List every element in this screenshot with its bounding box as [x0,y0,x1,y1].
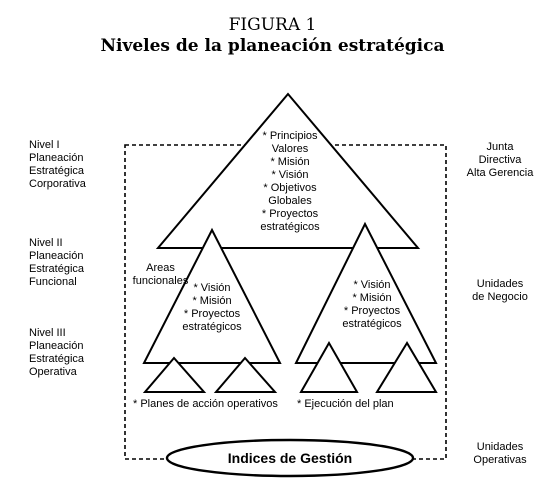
level-3-label: Nivel III Planeación Estratégica Operati… [29,327,85,378]
operative-triangle-3 [299,340,359,393]
business-unit-triangle-text: * Visión * Misión * Proyectos estratégic… [342,279,402,330]
gestion-ellipse [165,438,415,478]
business-units-label: Unidades de Negocio [472,278,528,303]
business-unit-triangle [294,221,438,364]
operative-triangle-2 [213,356,278,393]
operative-units-label: Unidades Operativas [473,441,527,466]
figure-title: Niveles de la planeación estratégica [100,36,445,56]
functional-triangle [142,227,282,364]
operative-triangle-4 [375,341,438,393]
plan-execution-label: * Ejecución del plan [297,398,394,410]
functional-areas-label: Areas funcionales [132,262,189,287]
corporate-triangle [155,92,421,249]
operative-plans-label: * Planes de acción operativos [133,398,278,410]
level-1-label: Nivel I Planeación Estratégica Corporati… [29,139,86,190]
gestion-label: Indices de Gestión [227,450,353,466]
level-2-label: Nivel II Planeación Estratégica Funciona… [29,237,85,288]
figure-number: FIGURA 1 [228,15,317,35]
dashed-boundary [124,144,447,460]
board-label: Junta Directiva Alta Gerencia [466,141,534,179]
functional-triangle-text: * Visión * Misión * Proyectos estratégic… [182,282,242,333]
corporate-triangle-text: * Principios Valores * Misión * Visión *… [260,130,320,233]
operative-triangle-1 [142,356,207,393]
